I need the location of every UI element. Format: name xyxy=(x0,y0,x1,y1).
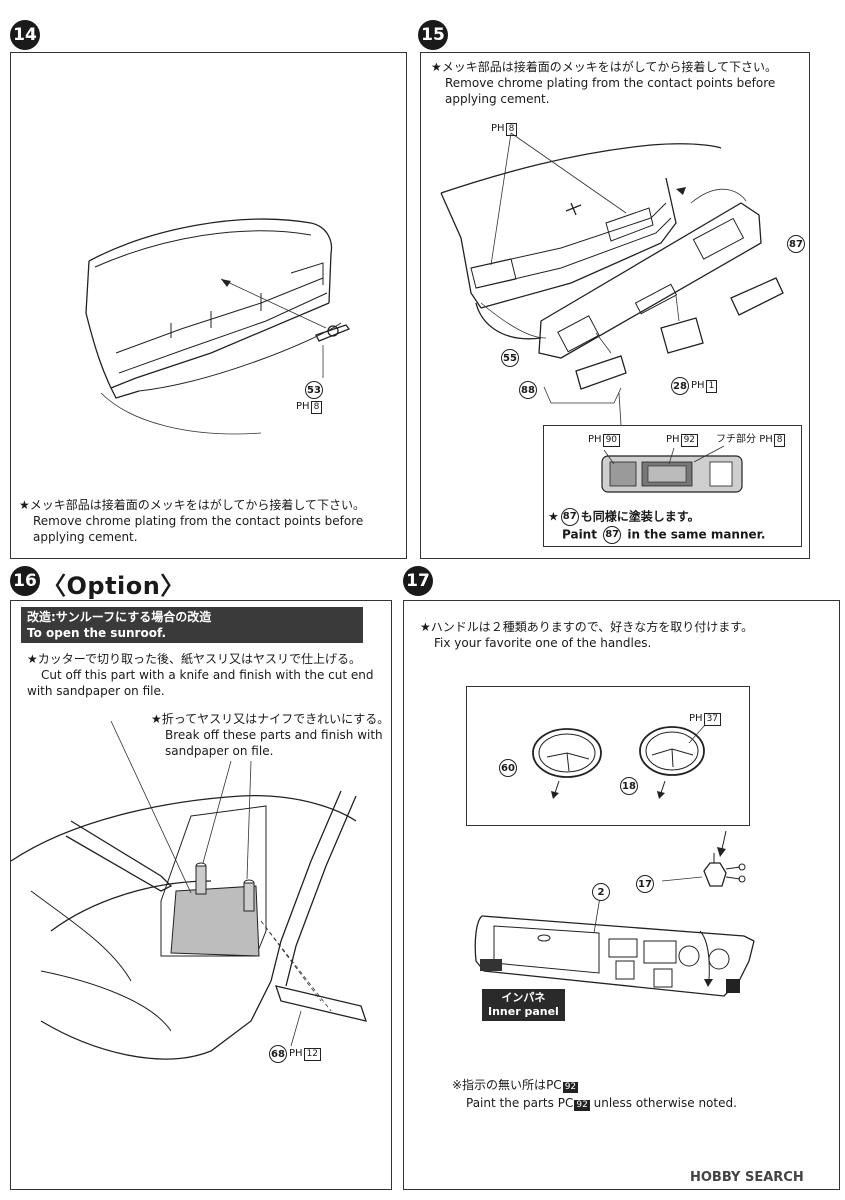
step-15-number: 15 xyxy=(418,20,448,50)
step-17-number: 17 xyxy=(403,566,433,596)
step-14-note-en-2: applying cement. xyxy=(33,530,138,544)
paint-code-ph: PH xyxy=(491,123,505,134)
step-17-note: ★ハンドルは２種類ありますので、好きな方を取り付けます。 Fix your fa… xyxy=(420,619,753,651)
part-88-callout: 88 xyxy=(519,381,537,399)
step-17-dashboard-drawing xyxy=(474,830,755,997)
step-15-note-en-2: applying cement. xyxy=(445,92,550,106)
step-14-note-en-1: Remove chrome plating from the contact p… xyxy=(33,514,364,528)
inset-note-en-pre: Paint xyxy=(562,527,597,542)
paint-color-box: 12 xyxy=(303,1048,322,1061)
inner-panel-tag-en: Inner panel xyxy=(488,1005,559,1018)
footnote-en-post: unless otherwise noted. xyxy=(593,1096,737,1110)
paint-color-box: 8 xyxy=(310,401,323,414)
step-15-rear-body-drawing xyxy=(440,132,784,426)
inset-note-part-87: 87 xyxy=(560,508,579,526)
step-14-note-jp: ★メッキ部品は接着面のメッキをはがしてから接着して下さい。 xyxy=(19,498,366,512)
step-16-note-2-en-1: Break off these parts and finish with xyxy=(165,728,383,742)
part-17-callout: 17 xyxy=(636,875,654,893)
paint-color-box: 8 xyxy=(773,434,786,447)
inset-note-en-part-87: 87 xyxy=(603,526,622,544)
footnote-en-pre: Paint the parts xyxy=(466,1096,554,1110)
step-16-roof-drawing xyxy=(10,720,367,1060)
paint-color-box: 90 xyxy=(602,434,621,447)
paint-code-ph: PH xyxy=(666,434,680,445)
paint-color-box: 92 xyxy=(562,1082,579,1093)
paint-color-box: 37 xyxy=(703,713,722,726)
inset-note-en-post: in the same manner. xyxy=(627,527,766,542)
part-55-callout: 55 xyxy=(501,349,519,367)
paint-color-box: 8 xyxy=(505,123,518,136)
step-17-note-jp: ★ハンドルは２種類ありますので、好きな方を取り付けます。 xyxy=(420,620,754,634)
step-16-note-1-en-2: with sandpaper on file. xyxy=(27,684,165,698)
step-17-note-en: Fix your favorite one of the handles. xyxy=(434,636,652,650)
paint-code-ph: PH xyxy=(759,434,773,445)
footnote-jp-text: ※指示の無い所は xyxy=(452,1078,547,1092)
part-2-callout: 2 xyxy=(592,883,610,901)
inset-note-star: ★ xyxy=(548,509,559,524)
handles-drawing xyxy=(532,724,706,799)
inner-panel-tag: インパネ Inner panel xyxy=(482,989,565,1021)
step-16-note-1-jp: ★カッターで切り取った後、紙ヤスリ又はヤスリで仕上げる。 xyxy=(27,652,362,666)
step-15-panel: ★メッキ部品は接着面のメッキをはがしてから接着して下さい。 Remove chr… xyxy=(420,52,810,559)
paint-code-ph: PH xyxy=(691,380,705,391)
step-14-note: ★メッキ部品は接着面のメッキをはがしてから接着して下さい。 Remove chr… xyxy=(19,497,365,545)
step-15-note-en-1: Remove chrome plating from the contact p… xyxy=(445,76,776,90)
part-68-callout: 68 xyxy=(269,1045,287,1063)
paint-code-ph: PH xyxy=(689,713,703,724)
inset-lamp-drawing xyxy=(601,445,743,493)
step-16-number: 16 xyxy=(10,566,40,596)
part-60-callout: 60 xyxy=(499,759,517,777)
paint-color-box: 92 xyxy=(680,434,699,447)
paint-code-pc: PC xyxy=(546,1078,562,1092)
step-15-note: ★メッキ部品は接着面のメッキをはがしてから接着して下さい。 Remove chr… xyxy=(431,59,777,107)
hobby-search-watermark: HOBBY SEARCH xyxy=(690,1170,804,1185)
inset-fuchi-text: フチ部分 xyxy=(716,434,756,445)
step-16-panel: 改造:サンルーフにする場合の改造 To open the sunroof. ★カ… xyxy=(10,600,392,1190)
part-53-callout: 53 xyxy=(305,381,323,399)
paint-code-pc: PC xyxy=(557,1096,574,1110)
step-16-note-2-jp: ★折ってヤスリ又はナイフできれいにする。 xyxy=(151,712,390,726)
paint-code-ph: PH xyxy=(588,434,602,445)
step-16-banner: 改造:サンルーフにする場合の改造 To open the sunroof. xyxy=(21,607,363,643)
step-16-note-1-en-1: Cut off this part with a knife and finis… xyxy=(41,668,374,682)
watermark-text: HOBBY SEARCH xyxy=(690,1170,804,1185)
step-16-banner-en: To open the sunroof. xyxy=(27,626,167,640)
step-17-panel: ★ハンドルは２種類ありますので、好きな方を取り付けます。 Fix your fa… xyxy=(403,600,840,1190)
part-18-callout: 18 xyxy=(620,777,638,795)
part-87-callout: 87 xyxy=(787,235,805,253)
step-16-option-title: 〈Option〉 xyxy=(42,572,185,600)
step-14-number: 14 xyxy=(10,20,40,50)
step-16-note-1: ★カッターで切り取った後、紙ヤスリ又はヤスリで仕上げる。 Cut off thi… xyxy=(27,651,373,699)
step-14-rear-body-drawing xyxy=(85,218,351,435)
inset-note-jp-text: も同様に塗装します。 xyxy=(580,509,700,524)
paint-code-ph: PH xyxy=(296,401,310,412)
paint-color-box: 1 xyxy=(705,380,718,393)
paint-code-ph: PH xyxy=(289,1048,303,1059)
step-16-note-2: ★折ってヤスリ又はナイフできれいにする。 Break off these par… xyxy=(151,711,389,759)
step-16-banner-jp: 改造:サンルーフにする場合の改造 xyxy=(27,610,212,624)
part-28-callout: 28 xyxy=(671,377,689,395)
inset-note-en: Paint 87 in the same manner. xyxy=(548,526,765,544)
step-16-note-2-en-2: sandpaper on file. xyxy=(165,744,274,758)
paint-color-box: 92 xyxy=(574,1100,590,1111)
step-15-note-jp: ★メッキ部品は接着面のメッキをはがしてから接着して下さい。 xyxy=(431,60,778,74)
inner-panel-tag-jp: インパネ xyxy=(501,991,546,1004)
